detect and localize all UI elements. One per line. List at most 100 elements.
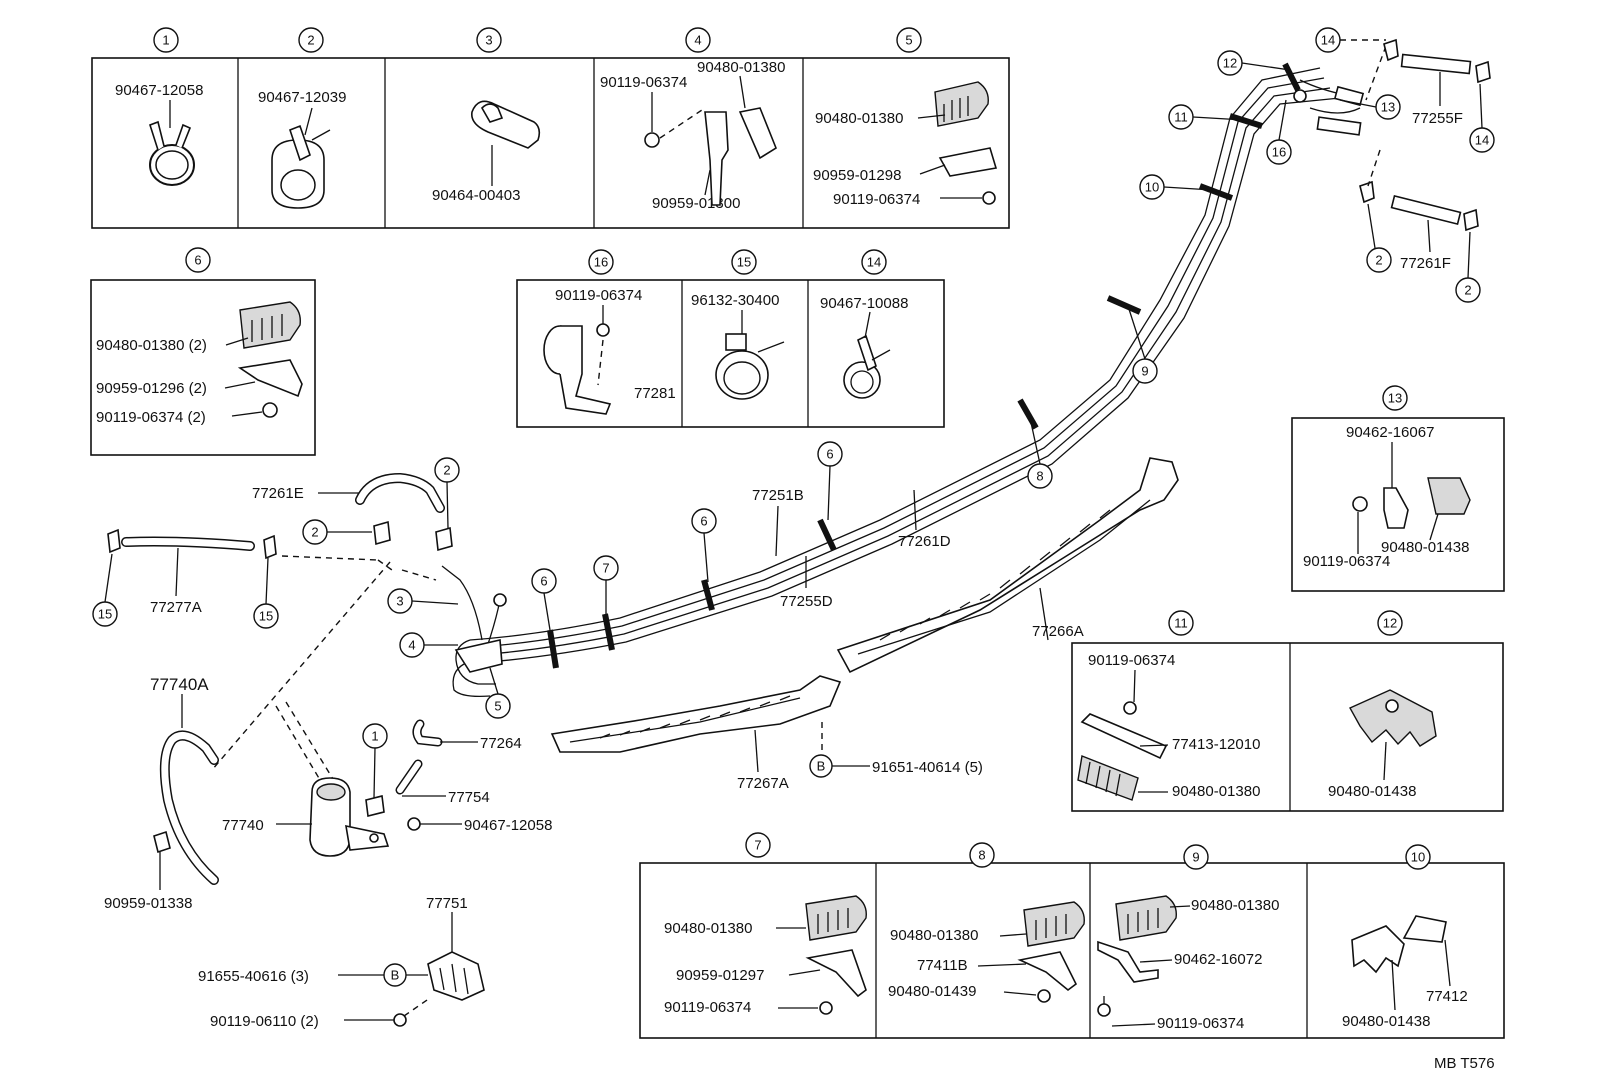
strap-clamp-icon: [1077, 701, 1168, 801]
part-number: 77411B: [917, 957, 968, 974]
callout-11: [1168, 610, 1194, 636]
hose-77740A: 77740A 90959-01338: [104, 675, 219, 912]
bracket-icon: [644, 107, 777, 206]
panels-16-15-14: 16 90119-06374 77281 15 96132-30400 14 9…: [516, 249, 945, 428]
pipe-clamp-icon: [1349, 689, 1437, 747]
part-number: 90959-01297: [676, 967, 764, 984]
panel-5: 5 90480-01380 90959-01298 90119-06374: [813, 27, 998, 208]
callout-14-label: 14: [1475, 133, 1489, 148]
callout-5: [896, 27, 922, 53]
callout-6-label: 6: [194, 253, 201, 268]
band-clamp-icon: [715, 333, 785, 400]
pipe-part-numbers: 77251B 77255D 77261D: [752, 487, 951, 610]
part-number: 90119-06374: [555, 287, 642, 304]
part-number: 77277A: [150, 599, 202, 616]
part-number: 91651-40614 (5): [872, 759, 983, 776]
callout-15: [731, 249, 757, 275]
callout-10-label: 10: [1145, 180, 1159, 195]
part-number: 90480-01439: [888, 983, 976, 1000]
callout-6-label: 6: [540, 574, 547, 589]
panels-7-8-9-10: 7 90480-01380 90959-01297 90119-06374 8 …: [639, 832, 1505, 1039]
callout-8-label: 8: [978, 848, 985, 863]
callout-8: [969, 842, 995, 868]
callout-6: [185, 247, 211, 273]
panel-6: 6 90480-01380 (2) 90959-01296 (2) 90119-…: [90, 247, 316, 456]
panel-4: 4 90480-01380 90119-06374 90959-01300: [600, 27, 785, 212]
spring-clamp-icon: [843, 334, 891, 399]
part-number: 90119-06110 (2): [210, 1013, 319, 1030]
callout-5-label: 5: [494, 699, 501, 714]
callout-11-label: 11: [1174, 616, 1188, 631]
diagram-code: MB T576: [1434, 1055, 1495, 1072]
callout-9-label: 9: [1141, 364, 1148, 379]
part-number: 90467-10088: [820, 295, 908, 312]
callout-15-label: 15: [737, 255, 751, 270]
callout-10: [1405, 844, 1431, 870]
panel-1: 1 90467-12058: [115, 27, 203, 186]
panel-2: 2 90467-12039: [258, 27, 346, 209]
part-number: 77740: [222, 817, 264, 834]
part-number: 90480-01438: [1381, 539, 1469, 556]
pipe-clamp-icon: [1352, 477, 1471, 529]
panel-13: 13 90462-16067 90119-06374 90480-01438: [1291, 385, 1505, 592]
part-number: 77751: [426, 895, 468, 912]
callout-13: [1382, 385, 1408, 411]
callout-12: [1377, 610, 1403, 636]
part-number: 77255F: [1412, 110, 1463, 127]
callout-2-label: 2: [443, 463, 450, 478]
callout-9: [1183, 844, 1209, 870]
protector-slots: [599, 509, 1111, 739]
bracket-77751: 77751 B 91655-40616 (3) 90119-06110 (2): [198, 895, 485, 1030]
pipe-callouts: 6 6 6 7 8 9 10 11 12 13 16 14: [531, 27, 1495, 631]
callout-13-label: 13: [1381, 100, 1395, 115]
part-number: 77281: [634, 385, 676, 402]
part-number: 77261F: [1400, 255, 1451, 272]
part-number: 90467-12058: [115, 82, 203, 99]
callout-1-label: 1: [371, 729, 378, 744]
callout-6-label: 6: [700, 514, 707, 529]
callout-4-label: 4: [408, 638, 415, 653]
callout-14: [861, 249, 887, 275]
callout-12-label: 12: [1383, 616, 1397, 631]
part-number: 90480-01380: [1191, 897, 1279, 914]
callout-3-label: 3: [485, 33, 492, 48]
part-number: 90480-01438: [1342, 1013, 1430, 1030]
part-number: 90467-12039: [258, 89, 346, 106]
callout-1-label: 1: [162, 33, 169, 48]
part-number: 90462-16072: [1174, 951, 1262, 968]
part-number: 90464-00403: [432, 187, 520, 204]
part-number: 90959-01300: [652, 195, 740, 212]
callout-16: [588, 249, 614, 275]
part-number: 90467-12058: [464, 817, 552, 834]
part-number: 90119-06374 (2): [96, 409, 206, 426]
callout-7: [745, 832, 771, 858]
callout-12-label: 12: [1223, 56, 1237, 71]
pipe-clamp-icon: [1351, 915, 1447, 974]
part-number: 77740A: [150, 675, 209, 694]
tube-clamp-icon: [805, 895, 867, 1015]
pipe-protectors: B 91651-40614 (5) 77266A 77267A: [550, 457, 1179, 792]
part-number: 91655-40616 (3): [198, 968, 309, 985]
hose-clip-icon: [149, 120, 195, 186]
callout-2-label: 2: [1464, 283, 1471, 298]
part-number: 90462-16067: [1346, 424, 1434, 441]
callout-2: [1366, 247, 1392, 273]
callout-15-label: 15: [98, 607, 112, 622]
callout-4: [685, 27, 711, 53]
part-number: 77412: [1426, 988, 1468, 1005]
tube-clamp-icon: [1017, 901, 1085, 1003]
vsv-77740: 77740 1 90467-12058: [222, 723, 552, 857]
callout-13-label: 13: [1388, 391, 1402, 406]
hose-77255F: 77255F: [1383, 38, 1491, 127]
clamp-icon: [471, 100, 541, 149]
pipe-clamp-icon: [543, 323, 612, 415]
part-number: 90480-01380: [1172, 783, 1260, 800]
part-number: 90959-01338: [104, 895, 192, 912]
part-number: 90480-01380: [815, 110, 903, 127]
tube-clamp-icon: [237, 301, 303, 418]
part-number: 77267A: [737, 775, 789, 792]
tube-clamp-icon: [1097, 895, 1177, 1017]
part-number: 90119-06374: [1088, 652, 1175, 669]
callout-2-label: 2: [1375, 253, 1382, 268]
